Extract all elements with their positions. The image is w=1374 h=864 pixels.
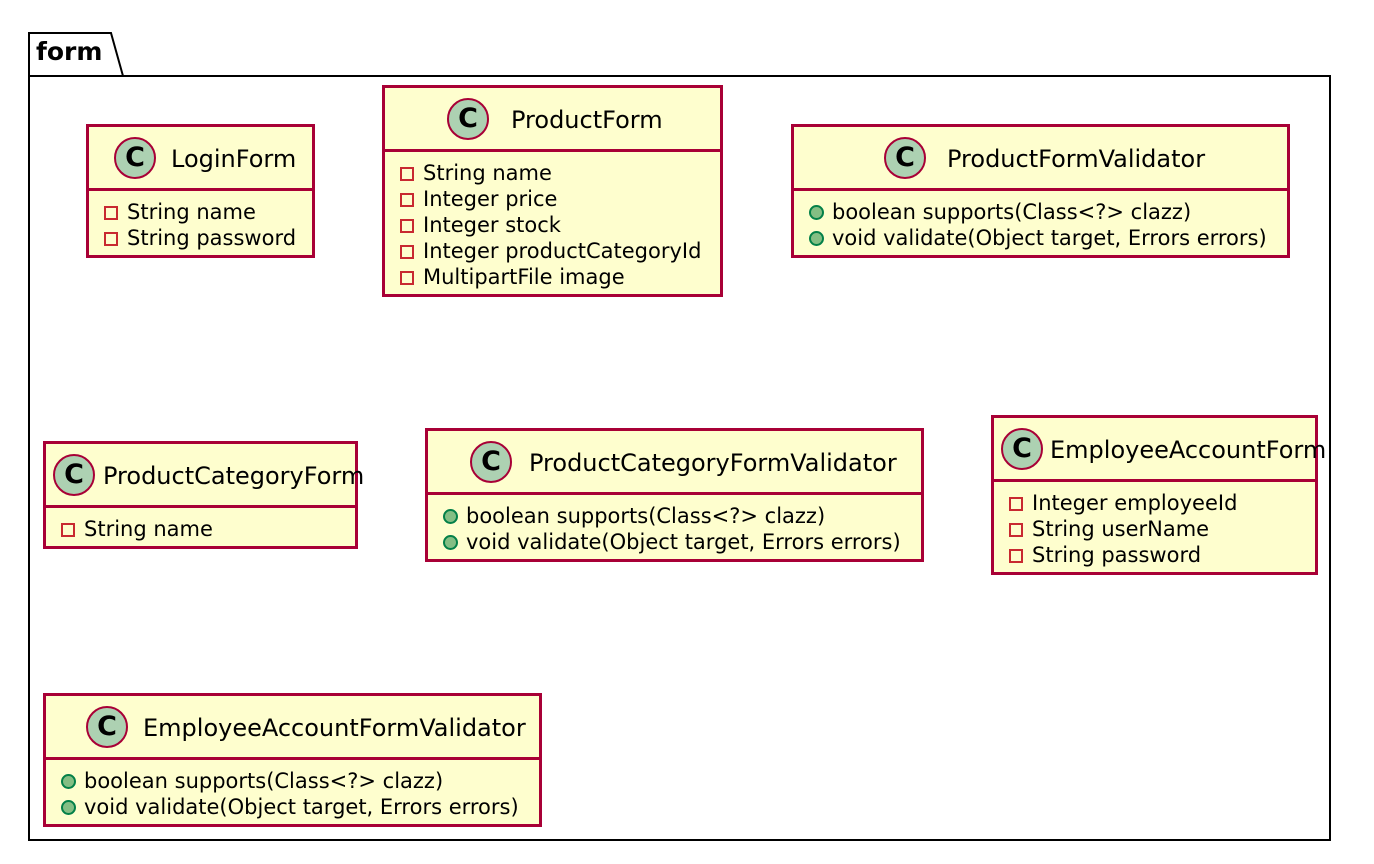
class-member: boolean supports(Class<?> clazz): [61, 768, 539, 794]
public-method-icon: [61, 800, 76, 815]
class-member: void validate(Object target, Errors erro…: [443, 529, 921, 555]
class-header: C EmployeeAccountFormValidator: [46, 696, 539, 760]
member-text: void validate(Object target, Errors erro…: [84, 795, 519, 819]
private-field-icon: [400, 219, 414, 233]
class-member: String password: [104, 225, 312, 251]
package-tab-outline: [28, 32, 124, 77]
class-member: Integer productCategoryId: [400, 238, 720, 264]
class-member: Integer stock: [400, 212, 720, 238]
class-header: C EmployeeAccountForm: [994, 418, 1326, 482]
member-text: Integer price: [423, 187, 558, 211]
class-member: boolean supports(Class<?> clazz): [443, 503, 921, 529]
member-text: void validate(Object target, Errors erro…: [466, 530, 901, 554]
package-body: [28, 75, 1331, 841]
class-members: boolean supports(Class<?> clazz)void val…: [428, 495, 921, 561]
class-icon: C: [884, 137, 926, 179]
class-employeeaccountformvalidator[interactable]: C EmployeeAccountFormValidator boolean s…: [43, 693, 542, 827]
class-member: void validate(Object target, Errors erro…: [61, 794, 539, 820]
public-method-icon: [443, 535, 458, 550]
class-member: String name: [61, 516, 355, 542]
private-field-icon: [104, 232, 118, 246]
class-member: Integer price: [400, 186, 720, 212]
member-text: String userName: [1032, 517, 1210, 541]
class-icon: C: [1001, 428, 1043, 470]
member-text: String password: [127, 226, 297, 250]
class-name: LoginForm: [171, 145, 297, 173]
class-icon: C: [470, 441, 512, 483]
class-member: boolean supports(Class<?> clazz): [809, 199, 1287, 225]
class-header: C ProductCategoryFormValidator: [428, 431, 921, 495]
public-method-icon: [809, 205, 824, 220]
private-field-icon: [1009, 497, 1023, 511]
private-field-icon: [400, 193, 414, 207]
private-field-icon: [1009, 523, 1023, 537]
class-members: boolean supports(Class<?> clazz)void val…: [794, 191, 1287, 257]
class-member: void validate(Object target, Errors erro…: [809, 225, 1287, 251]
class-member: String password: [1009, 542, 1315, 568]
member-text: String name: [423, 161, 552, 185]
private-field-icon: [61, 523, 75, 537]
class-members: boolean supports(Class<?> clazz)void val…: [46, 760, 539, 826]
member-text: boolean supports(Class<?> clazz): [466, 504, 826, 528]
class-icon: C: [447, 98, 489, 140]
member-text: String password: [1032, 543, 1202, 567]
class-icon: C: [86, 706, 128, 748]
public-method-icon: [61, 774, 76, 789]
private-field-icon: [104, 206, 118, 220]
private-field-icon: [400, 271, 414, 285]
private-field-icon: [400, 245, 414, 259]
public-method-icon: [443, 509, 458, 524]
class-member: String name: [104, 199, 312, 225]
class-member: MultipartFile image: [400, 264, 720, 290]
package-title: form: [36, 37, 103, 66]
class-name: ProductCategoryFormValidator: [529, 449, 897, 477]
class-employeeaccountform[interactable]: C EmployeeAccountForm Integer employeeId…: [991, 415, 1326, 575]
member-text: String name: [84, 517, 213, 541]
member-text: void validate(Object target, Errors erro…: [832, 226, 1267, 250]
member-text: boolean supports(Class<?> clazz): [832, 200, 1192, 224]
private-field-icon: [400, 167, 414, 181]
package-tab: form: [28, 32, 124, 77]
class-name: EmployeeAccountForm: [1050, 436, 1327, 464]
class-icon: C: [53, 454, 95, 496]
class-member: String userName: [1009, 516, 1315, 542]
member-text: Integer employeeId: [1032, 491, 1238, 515]
member-text: Integer productCategoryId: [423, 239, 702, 263]
public-method-icon: [809, 231, 824, 246]
class-header: C ProductForm: [385, 88, 720, 152]
class-icon: C: [114, 137, 156, 179]
private-field-icon: [1009, 549, 1023, 563]
class-name: EmployeeAccountFormValidator: [143, 714, 526, 742]
member-text: String name: [127, 200, 256, 224]
class-header: C ProductFormValidator: [794, 127, 1287, 191]
class-productcategoryformvalidator[interactable]: C ProductCategoryFormValidator boolean s…: [425, 428, 924, 562]
class-name: ProductCategoryForm: [103, 462, 365, 490]
member-text: boolean supports(Class<?> clazz): [84, 769, 444, 793]
class-header: C LoginForm: [89, 127, 312, 191]
member-text: MultipartFile image: [423, 265, 625, 289]
class-productformvalidator[interactable]: C ProductFormValidator boolean supports(…: [791, 124, 1290, 258]
class-members: String name: [46, 508, 355, 548]
member-text: Integer stock: [423, 213, 561, 237]
class-name: ProductForm: [511, 106, 663, 134]
class-member: String name: [400, 160, 720, 186]
class-name: ProductFormValidator: [947, 145, 1206, 173]
class-productcategoryform[interactable]: C ProductCategoryForm String name: [43, 441, 364, 549]
class-header: C ProductCategoryForm: [46, 444, 364, 508]
class-member: Integer employeeId: [1009, 490, 1315, 516]
